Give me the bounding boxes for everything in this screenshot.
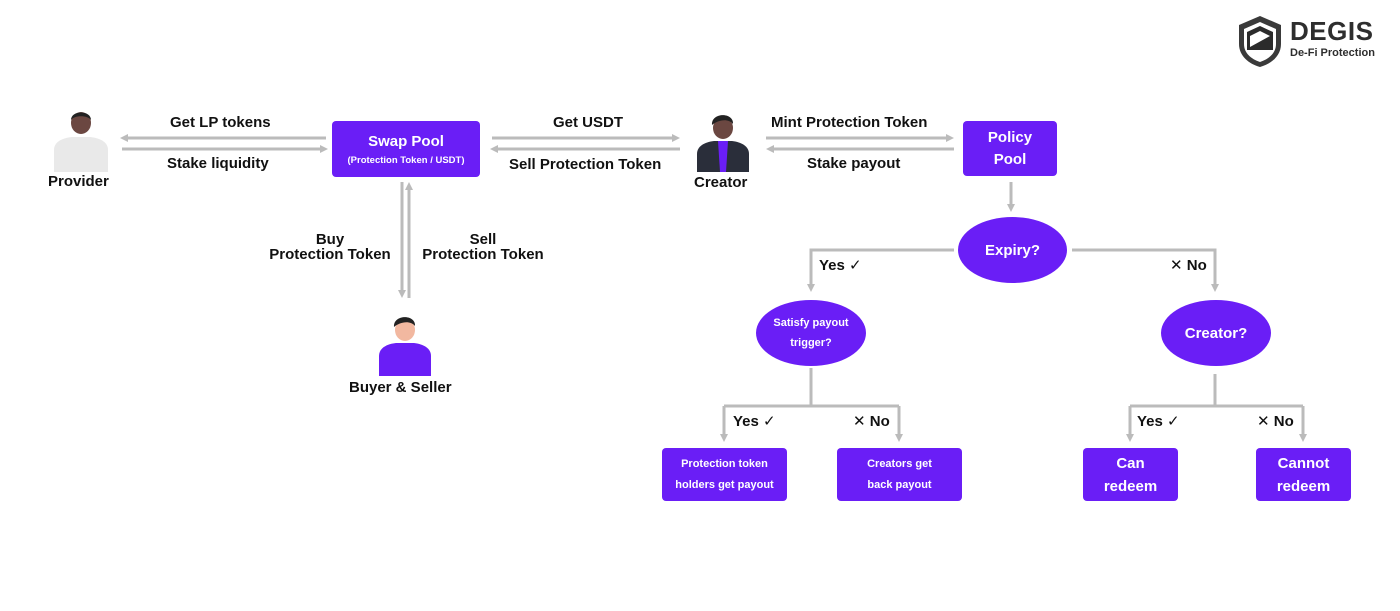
creator-avatar [697, 115, 749, 172]
expiry-decision: Expiry? [958, 217, 1067, 283]
edge-get-usdt: Get USDT [553, 114, 624, 131]
cannot-redeem-node: Cannot redeem [1256, 448, 1351, 501]
arrow-expiry-no [1072, 248, 1219, 292]
policy-pool-line2: Pool [993, 150, 1027, 168]
swap-pool-node: Swap Pool (Protection Token / USDT) [332, 121, 480, 177]
provider-label: Provider [48, 173, 109, 190]
satisfy-trigger-decision: Satisfy payout trigger? [756, 300, 866, 366]
branch-creator-yes: Yes ✓ [1137, 412, 1180, 430]
edge-get-lp: Get LP tokens [170, 114, 271, 131]
holders-payout-node: Protection token holders get payout [662, 448, 787, 501]
satisfy-line1: Satisfy payout [773, 317, 849, 329]
arrow-expiry-yes [807, 248, 954, 292]
yes-text: Yes [1137, 413, 1163, 430]
cross-icon: ✕ [1257, 413, 1270, 430]
edge-buy-line1: Buy [315, 231, 345, 248]
policy-pool-node: Policy Pool [963, 121, 1057, 176]
can-redeem-line1: Can [1116, 454, 1145, 472]
can-redeem-line2: redeem [1103, 477, 1158, 495]
edge-stake-payout: Stake payout [807, 155, 901, 172]
check-icon: ✓ [849, 257, 862, 274]
branch-satisfy-no: ✕ No [853, 412, 890, 430]
logo-tagline: De-Fi Protection [1290, 47, 1375, 59]
yes-text: Yes [733, 413, 759, 430]
holders-payout-line1: Protection token [681, 457, 768, 470]
policy-pool-line1: Policy [987, 128, 1033, 146]
branch-satisfy-yes: Yes ✓ [733, 412, 776, 430]
yes-text: Yes [819, 257, 845, 274]
edge-sell: Sell Protection Token [415, 232, 551, 262]
creator-label: Creator [694, 174, 748, 191]
holders-payout-line2: holders get payout [675, 478, 774, 491]
buyer-seller-label: Buyer & Seller [349, 379, 452, 396]
creators-back-line2: back payout [867, 478, 932, 491]
shield-icon [1239, 16, 1281, 67]
creator-decision: Creator? [1161, 300, 1271, 366]
expiry-label: Expiry? [984, 241, 1041, 259]
edge-sell-line2: Protection Token [422, 246, 544, 263]
can-redeem-node: Can redeem [1083, 448, 1178, 501]
check-icon: ✓ [1167, 413, 1180, 430]
branch-expiry-no: ✕ No [1170, 256, 1207, 274]
no-text: No [1186, 257, 1207, 274]
satisfy-line2: trigger? [790, 337, 832, 349]
cannot-redeem-line1: Cannot [1277, 454, 1330, 472]
provider-avatar [54, 112, 108, 172]
creators-back-line1: Creators get [867, 457, 932, 470]
swap-pool-title: Swap Pool [368, 132, 444, 150]
logo: DEGIS De-Fi Protection [1236, 14, 1386, 68]
no-text: No [1273, 413, 1294, 430]
branch-creator-no: ✕ No [1257, 412, 1294, 430]
edge-mint-pt: Mint Protection Token [771, 114, 928, 131]
creators-back-node: Creators get back payout [837, 448, 962, 501]
edge-stake-liquidity: Stake liquidity [167, 155, 269, 172]
edge-sell-line1: Sell [469, 231, 497, 248]
edge-buy: Buy Protection Token [262, 232, 398, 262]
no-text: No [869, 413, 890, 430]
check-icon: ✓ [763, 413, 776, 430]
cross-icon: ✕ [1170, 257, 1183, 274]
logo-name: DEGIS [1290, 16, 1374, 46]
edge-sell-pt: Sell Protection Token [509, 156, 662, 173]
branch-expiry-yes: Yes ✓ [819, 256, 862, 274]
buyer-seller-avatar [379, 317, 431, 376]
swap-pool-subtitle: (Protection Token / USDT) [347, 154, 465, 166]
cross-icon: ✕ [853, 413, 866, 430]
edge-buy-line2: Protection Token [269, 246, 391, 263]
cannot-redeem-line2: redeem [1276, 477, 1331, 495]
creator-q-label: Creator? [1184, 324, 1248, 342]
